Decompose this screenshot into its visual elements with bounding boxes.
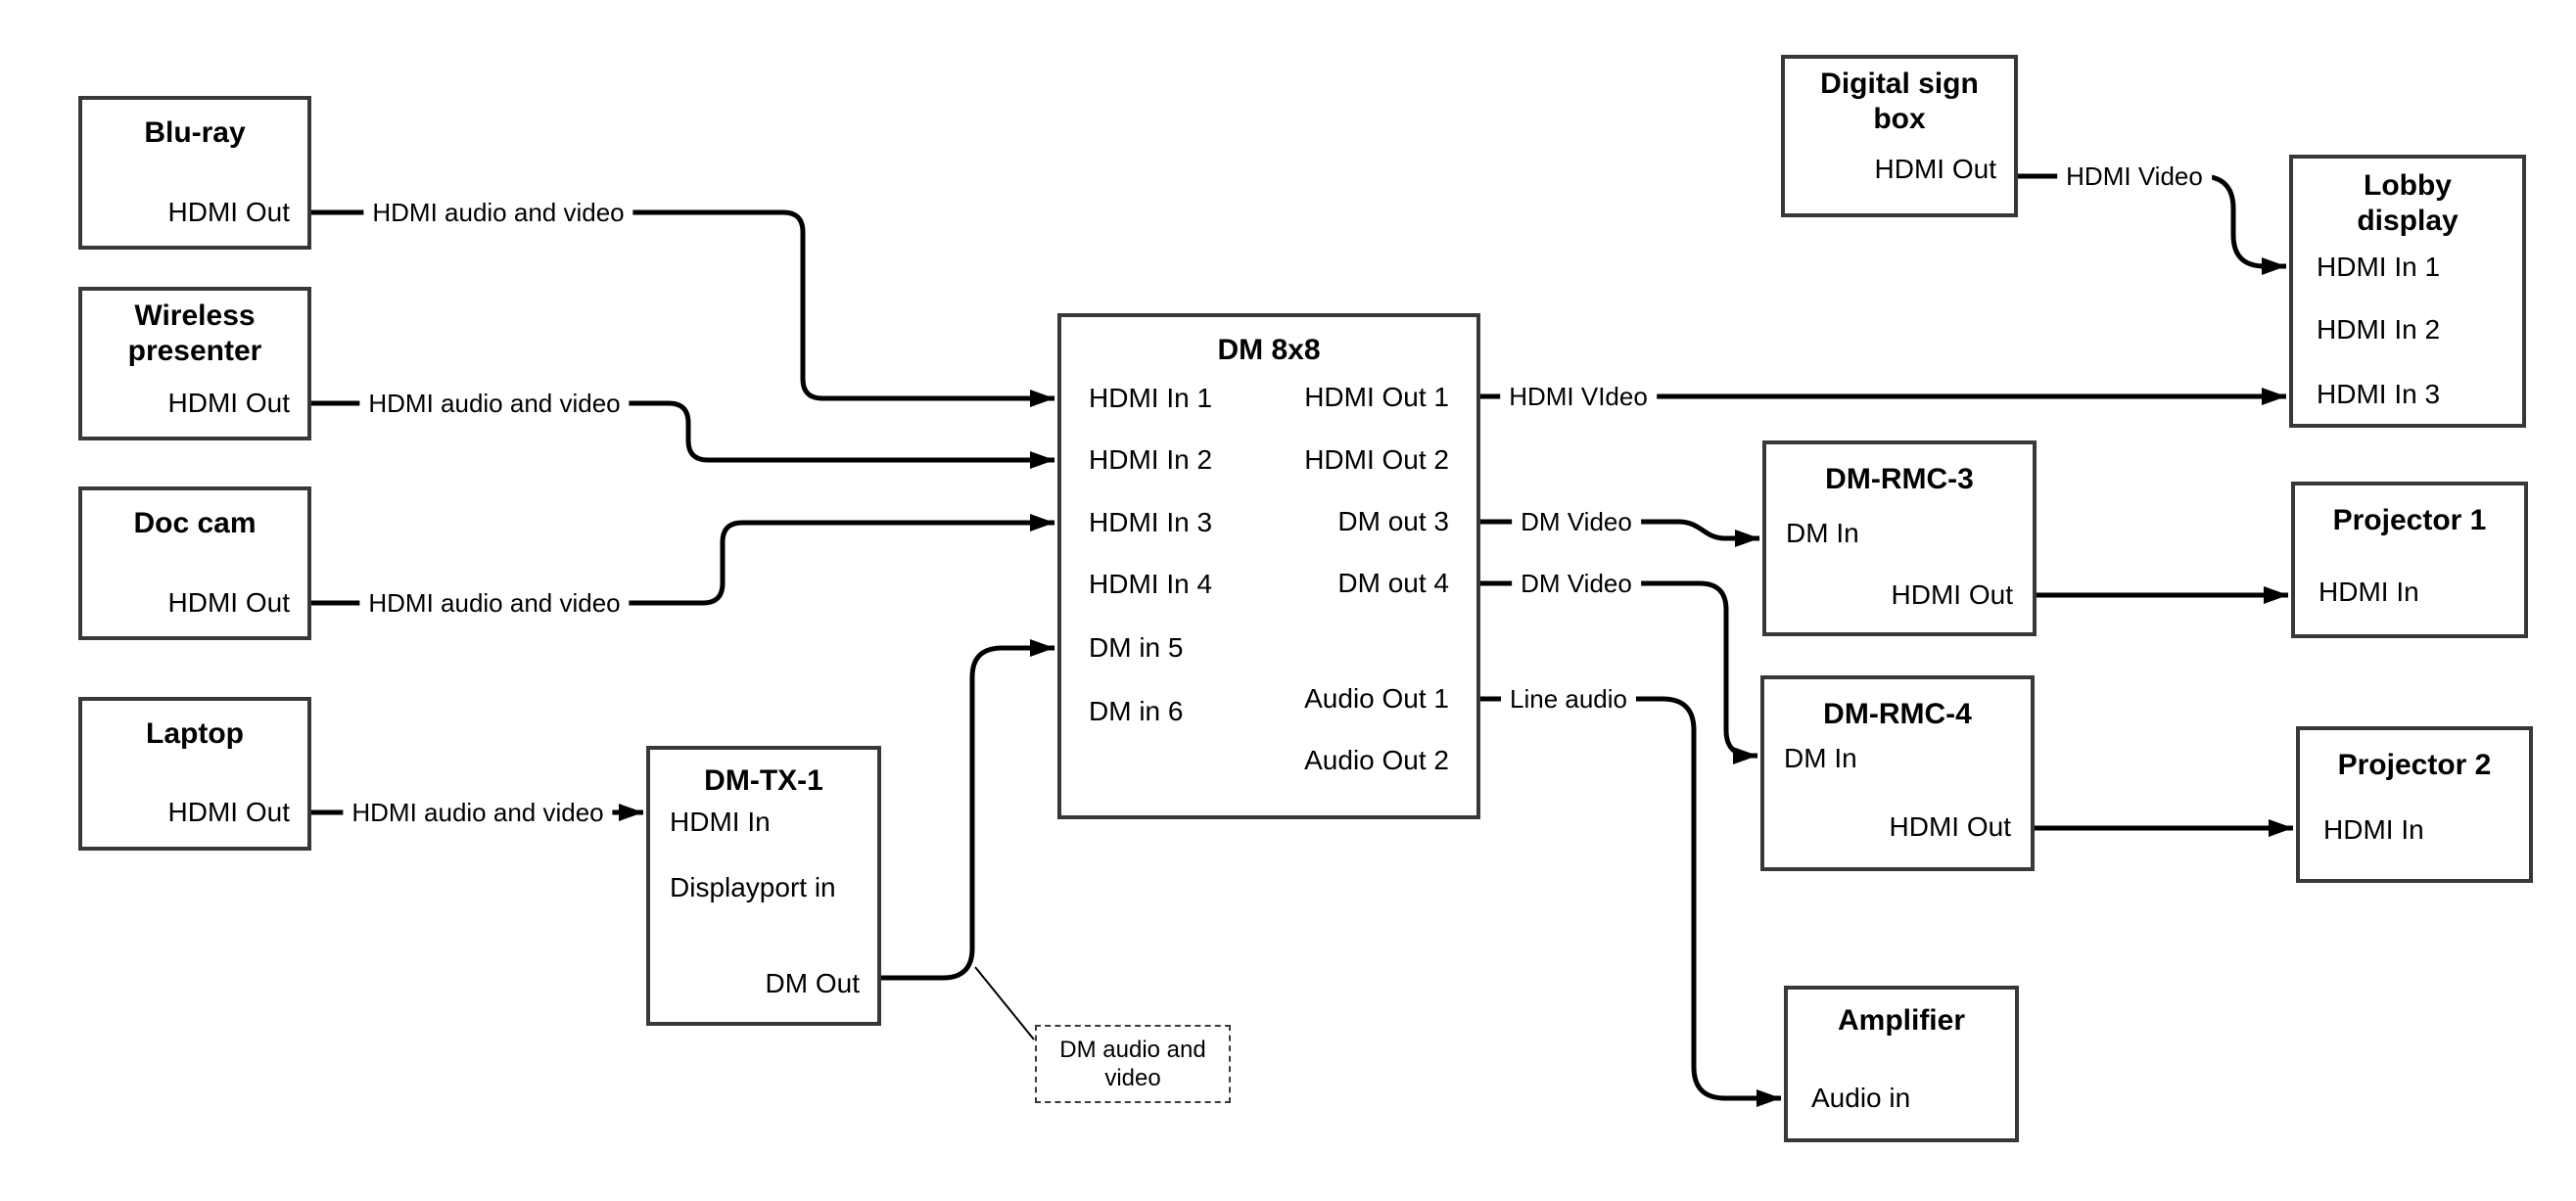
node-bluray: Blu-ray HDMI Out bbox=[78, 96, 311, 250]
wire-label-dm-video-out3: DM Video bbox=[1512, 506, 1641, 537]
node-title: Amplifier bbox=[1837, 1004, 1966, 1037]
node-amplifier: Amplifier Audio in bbox=[1784, 986, 2019, 1142]
node-wireless-presenter: Wireless presenter HDMI Out bbox=[78, 287, 311, 440]
port-hdmi-out: HDMI Out bbox=[167, 797, 290, 827]
port-hdmi-in: HDMI In bbox=[2323, 814, 2424, 845]
node-title: DM 8x8 bbox=[1217, 334, 1321, 366]
node-dm-8x8: DM 8x8 HDMI In 1 HDMI In 2 HDMI In 3 HDM… bbox=[1057, 313, 1480, 819]
wire-signbox-to-lobby-in1 bbox=[2018, 173, 2286, 275]
node-projector-2: Projector 2 HDMI In bbox=[2296, 726, 2533, 883]
node-doc-cam: Doc cam HDMI Out bbox=[78, 486, 311, 640]
node-title: DM-RMC-3 bbox=[1825, 463, 1974, 495]
wire-label-line-audio: Line audio bbox=[1501, 683, 1636, 715]
wire-label-wireless: HDMI audio and video bbox=[359, 388, 630, 419]
port-displayport-in: Displayport in bbox=[670, 872, 836, 902]
port-hdmi-in-4: HDMI In 4 bbox=[1089, 569, 1213, 599]
port-hdmi-in-1: HDMI In 1 bbox=[1089, 383, 1213, 413]
wire-doccam-to-dm8x8-in3 bbox=[311, 514, 1054, 606]
wire-label-bluray: HDMI audio and video bbox=[363, 197, 633, 228]
port-hdmi-out: HDMI Out bbox=[1874, 154, 1996, 184]
node-dm-rmc-4: DM-RMC-4 DM In HDMI Out bbox=[1760, 675, 2035, 871]
port-audio-out-1: Audio Out 1 bbox=[1304, 683, 1449, 714]
node-title: Blu-ray bbox=[144, 116, 246, 149]
wire-bluray-to-dm8x8-in1 bbox=[311, 209, 1054, 407]
port-hdmi-in-2: HDMI In 2 bbox=[2317, 314, 2441, 345]
wire-label-doccam: HDMI audio and video bbox=[359, 587, 630, 619]
port-hdmi-in-1: HDMI In 1 bbox=[2317, 252, 2441, 282]
node-title: Doc cam bbox=[133, 507, 257, 539]
wire-label-dm-video-out4: DM Video bbox=[1512, 568, 1641, 599]
port-dm-in-6: DM in 6 bbox=[1089, 696, 1184, 726]
port-dm-out-3: DM out 3 bbox=[1337, 506, 1449, 536]
port-hdmi-in-3: HDMI In 3 bbox=[2317, 379, 2441, 409]
port-hdmi-out: HDMI Out bbox=[167, 388, 290, 418]
wire-dm8x8-out3-to-dmrmc3 bbox=[1480, 519, 1759, 547]
port-hdmi-out: HDMI Out bbox=[167, 587, 290, 618]
wire-dm8x8-out4-to-dmrmc4 bbox=[1480, 580, 1757, 764]
note-dm-audio-and-video: DM audio and video bbox=[1035, 1025, 1231, 1103]
port-dm-out: DM Out bbox=[765, 968, 860, 998]
note-leader-line bbox=[974, 966, 1035, 1040]
wire-wireless-to-dm8x8-in2 bbox=[311, 400, 1054, 469]
port-hdmi-out: HDMI Out bbox=[1889, 811, 2011, 842]
node-laptop: Laptop HDMI Out bbox=[78, 697, 311, 851]
wire-dm8x8-aout1-to-amp bbox=[1480, 696, 1781, 1107]
node-projector-1: Projector 1 HDMI In bbox=[2291, 482, 2528, 638]
port-hdmi-out-2: HDMI Out 2 bbox=[1304, 444, 1449, 475]
wire-label-hdmi-video-out1: HDMI VIdeo bbox=[1500, 381, 1657, 412]
wire-label-laptop: HDMI audio and video bbox=[343, 797, 613, 828]
port-hdmi-in-3: HDMI In 3 bbox=[1089, 507, 1213, 537]
node-title: Projector 1 bbox=[2332, 504, 2487, 536]
wire-dmtx1-to-dm8x8-in5 bbox=[881, 639, 1054, 981]
port-hdmi-out: HDMI Out bbox=[167, 197, 290, 227]
wire-label-sign-hdmi-video: HDMI Video bbox=[2057, 161, 2212, 192]
node-title: Laptop bbox=[146, 717, 244, 750]
node-title: Lobby display bbox=[2357, 169, 2459, 237]
port-hdmi-out-1: HDMI Out 1 bbox=[1304, 382, 1449, 412]
port-dm-out-4: DM out 4 bbox=[1337, 568, 1449, 598]
node-title: DM-RMC-4 bbox=[1823, 698, 1972, 730]
port-audio-in: Audio in bbox=[1811, 1083, 1911, 1113]
port-dm-in: DM In bbox=[1786, 518, 1859, 548]
node-dm-rmc-3: DM-RMC-3 DM In HDMI Out bbox=[1762, 440, 2037, 636]
node-title: Projector 2 bbox=[2337, 749, 2492, 781]
port-hdmi-in-2: HDMI In 2 bbox=[1089, 444, 1213, 475]
node-title: Digital sign box bbox=[1820, 68, 1979, 135]
node-digital-sign-box: Digital sign box HDMI Out bbox=[1781, 55, 2018, 217]
port-hdmi-in: HDMI In bbox=[2318, 577, 2419, 607]
port-hdmi-out: HDMI Out bbox=[1891, 579, 2013, 610]
port-hdmi-in: HDMI In bbox=[670, 807, 771, 837]
port-audio-out-2: Audio Out 2 bbox=[1304, 745, 1449, 775]
node-title: DM-TX-1 bbox=[704, 764, 823, 797]
node-title: Wireless presenter bbox=[127, 300, 262, 367]
port-dm-in-5: DM in 5 bbox=[1089, 632, 1184, 663]
port-dm-in: DM In bbox=[1784, 743, 1857, 773]
node-lobby-display: Lobby display HDMI In 1 HDMI In 2 HDMI I… bbox=[2289, 155, 2526, 428]
node-dm-tx-1: DM-TX-1 HDMI In Displayport in DM Out bbox=[646, 746, 881, 1026]
